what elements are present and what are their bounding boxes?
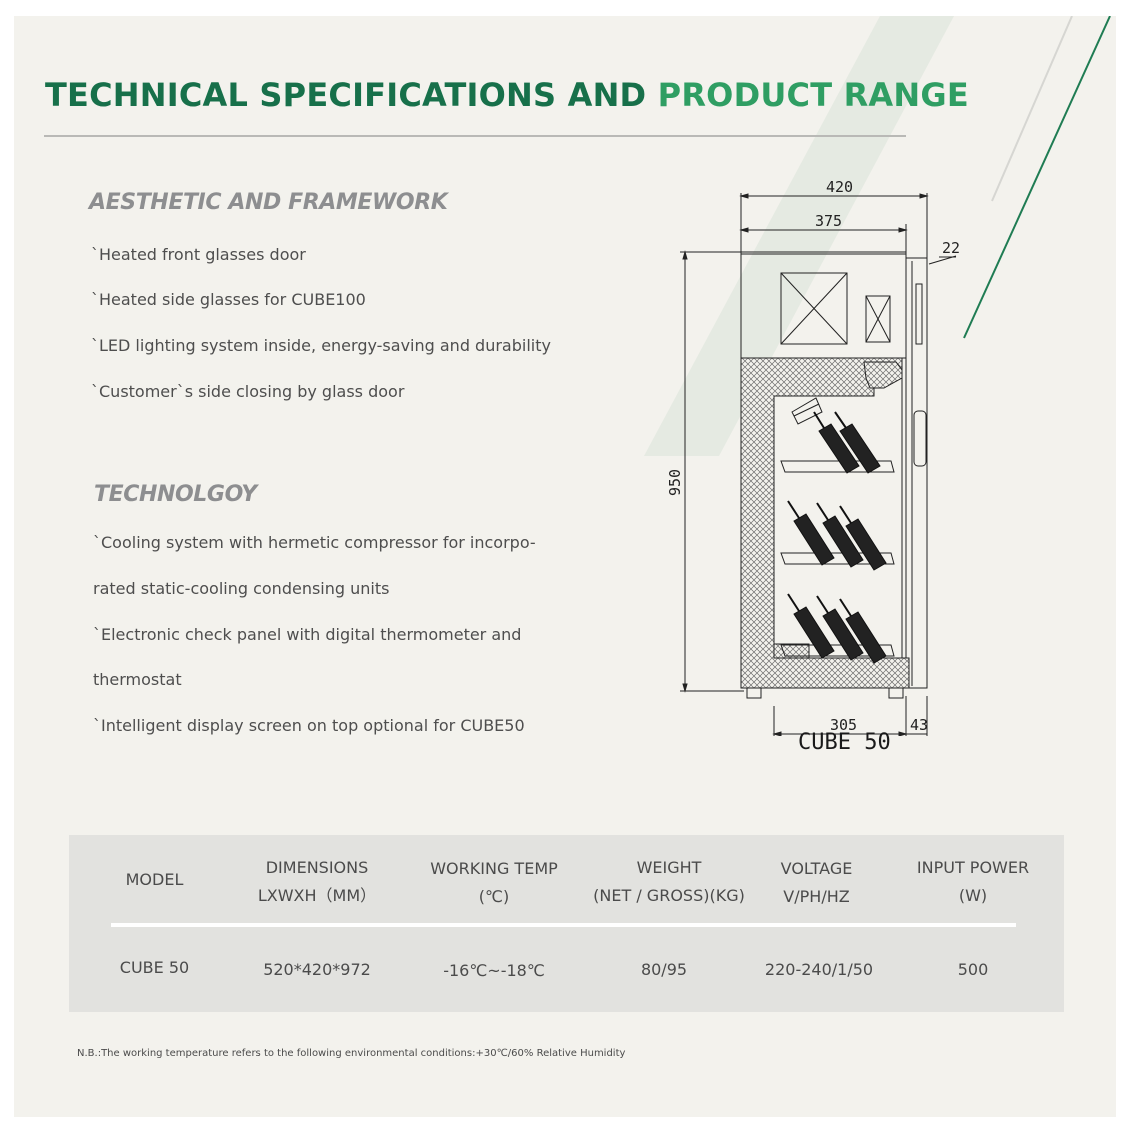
dim-text-inner-width: 375	[815, 212, 842, 230]
insulated-cabinet-wall	[740, 357, 910, 689]
header-line: WORKING TEMP	[430, 859, 558, 878]
header-line: LXWXH（MM）	[257, 886, 377, 905]
header-line: (W)	[958, 886, 988, 905]
bottle	[845, 611, 887, 664]
aesthetic-item: `LED lighting system inside, energy-savi…	[91, 336, 551, 355]
dim-arrow	[772, 731, 782, 736]
header-line: INPUT POWER	[916, 858, 1030, 877]
table-header-working-temp: WORKING TEMP (℃)	[414, 855, 574, 911]
green-band-stripe	[644, 16, 954, 456]
cabinet-foot	[888, 687, 904, 699]
bottle-neck	[787, 500, 800, 519]
technology-line: `Intelligent display screen on top optio…	[93, 716, 525, 735]
title-part-2: PRODUCT RANGE	[657, 76, 969, 114]
header-line: (NET / GROSS)(KG)	[593, 886, 745, 905]
title-part-1: TECHNICAL SPECIFICATIONS AND	[45, 76, 647, 114]
dim-text-foot: 43	[910, 716, 928, 734]
table-cell-model: CUBE 50	[119, 958, 190, 977]
table-cell-weight: 80/95	[640, 960, 688, 979]
technology-line: `Cooling system with hermetic compressor…	[93, 533, 536, 552]
bottle-neck	[787, 593, 800, 612]
door-handle	[913, 410, 927, 467]
bottle-group-bottom	[787, 593, 887, 664]
technology-line: `Electronic check panel with digital the…	[93, 625, 522, 644]
spec-table: MODEL DIMENSIONS LXWXH（MM） WORKING TEMP …	[69, 835, 1064, 1012]
dim-arrow	[739, 227, 749, 233]
vent-cross-line	[780, 272, 848, 345]
dim-arrow	[898, 227, 908, 233]
cube50-technical-drawing: 420 375 22 950 305 43	[666, 178, 960, 736]
bottle-neck	[839, 505, 852, 524]
page-title: TECHNICAL SPECIFICATIONS AND PRODUCT RAN…	[45, 76, 969, 114]
led-lamp-line	[793, 403, 820, 417]
table-header-input-power: INPUT POWER (W)	[907, 854, 1039, 910]
vent-grille-large	[780, 272, 848, 345]
bottle-group-middle	[787, 500, 887, 571]
bottle	[793, 513, 835, 566]
bottle-neck	[813, 411, 825, 429]
cabinet-foot	[746, 687, 762, 699]
bottle-neck	[816, 595, 829, 614]
dim-arrow	[739, 193, 749, 199]
bottle	[793, 606, 835, 659]
table-cell-input-power: 500	[957, 960, 989, 979]
drawing-model-label: CUBE 50	[798, 730, 891, 755]
dim-arrow	[682, 250, 688, 260]
table-header-model: MODEL	[125, 870, 184, 889]
bottle-group-top	[813, 411, 881, 474]
title-divider	[44, 135, 906, 137]
bottle-neck	[834, 411, 847, 429]
technology-line: thermostat	[93, 670, 182, 689]
aesthetic-item: `Heated side glasses for CUBE100	[91, 290, 366, 309]
dim-text-depth: 305	[830, 716, 857, 734]
door-frame	[905, 257, 928, 689]
grey-line-stripe	[991, 16, 1073, 202]
spec-sheet-page: TECHNICAL SPECIFICATIONS AND PRODUCT RAN…	[14, 16, 1116, 1117]
bottle-neck	[839, 598, 852, 617]
door-hinge	[915, 283, 923, 345]
dim-text-top-offset: 22	[942, 239, 960, 257]
inner-corner-block	[773, 643, 810, 659]
dim-arrow	[682, 683, 688, 693]
dim-arrow	[919, 193, 929, 199]
header-line: V/PH/HZ	[783, 887, 850, 906]
bottle-neck	[816, 502, 829, 521]
dim-text-outer-width: 420	[826, 178, 853, 196]
aesthetic-item: `Customer`s side closing by glass door	[91, 382, 405, 401]
footnote: N.B.:The working temperature refers to t…	[77, 1048, 626, 1059]
vent-cross-line	[865, 295, 891, 343]
evaporator-block	[863, 361, 903, 389]
table-cell-working-temp: -16℃~-18℃	[443, 961, 545, 980]
green-line-stripe	[963, 16, 1111, 339]
bottle	[845, 518, 887, 571]
dim-arrow	[898, 731, 908, 736]
bottle	[822, 608, 864, 661]
aesthetic-heading: AESTHETIC AND FRAMEWORK	[89, 190, 448, 215]
table-cell-voltage: 220-240/1/50	[764, 960, 874, 979]
led-lamp	[791, 397, 823, 425]
table-header-weight: WEIGHT (NET / GROSS)(KG)	[589, 854, 749, 910]
header-line: WEIGHT	[636, 858, 702, 877]
aesthetic-item: `Heated front glasses door	[91, 245, 306, 264]
table-header-dimensions: DIMENSIONS LXWXH（MM）	[232, 854, 402, 910]
header-line: VOLTAGE	[780, 859, 853, 878]
bottle	[839, 423, 881, 474]
dim-text-height: 950	[666, 469, 684, 496]
decorative-stripes	[644, 16, 1111, 456]
technology-heading: TECHNOLGOY	[94, 482, 257, 507]
table-separator	[111, 923, 1016, 927]
table-cell-dimensions: 520*420*972	[263, 960, 371, 979]
bottle	[818, 423, 860, 474]
vent-grille-small	[865, 295, 891, 343]
table-header-voltage: VOLTAGE V/PH/HZ	[759, 855, 874, 911]
bottle	[822, 515, 864, 568]
header-line: (℃)	[478, 887, 510, 906]
header-line: DIMENSIONS	[265, 858, 369, 877]
technology-line: rated static-cooling condensing units	[93, 579, 390, 598]
